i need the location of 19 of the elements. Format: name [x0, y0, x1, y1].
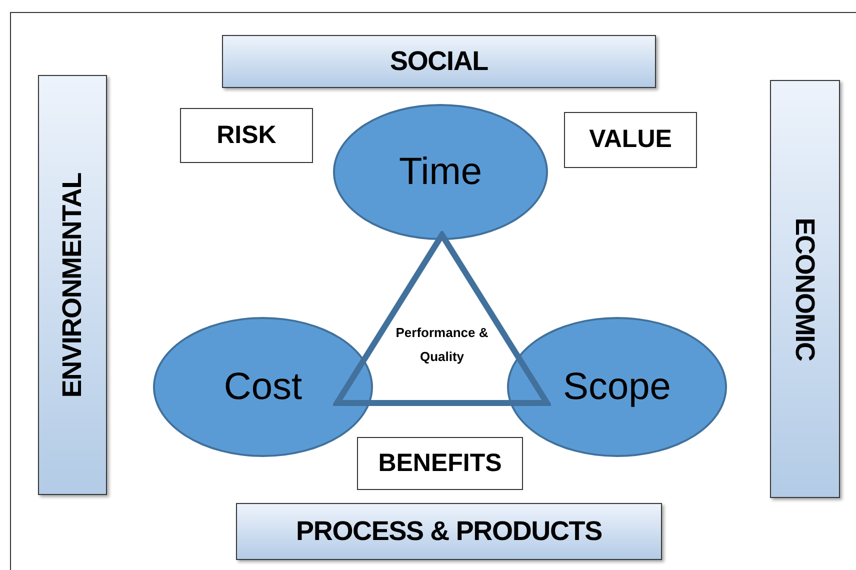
banner-label: SOCIAL	[390, 45, 488, 78]
box-label: BENEFITS	[378, 448, 502, 479]
banner-label: PROCESS & PRODUCTS	[296, 515, 602, 548]
ellipse-label: Cost	[224, 364, 302, 410]
ellipse-label: Time	[398, 150, 482, 194]
box-label: VALUE	[589, 124, 672, 156]
box-label: RISK	[216, 120, 276, 151]
label-box	[564, 112, 697, 168]
category-banner	[222, 35, 656, 88]
label-box	[357, 437, 523, 490]
category-banner	[770, 80, 840, 498]
ellipse-label: Scope	[563, 364, 671, 410]
triangle-label: Performance & Quality	[394, 324, 490, 366]
triangle	[333, 231, 551, 407]
banner-label: ECONOMIC	[789, 217, 822, 361]
banner-label: ENVIRONMENTAL	[56, 172, 88, 398]
category-banner	[38, 75, 107, 495]
category-banner	[236, 503, 662, 560]
label-box	[180, 108, 313, 163]
